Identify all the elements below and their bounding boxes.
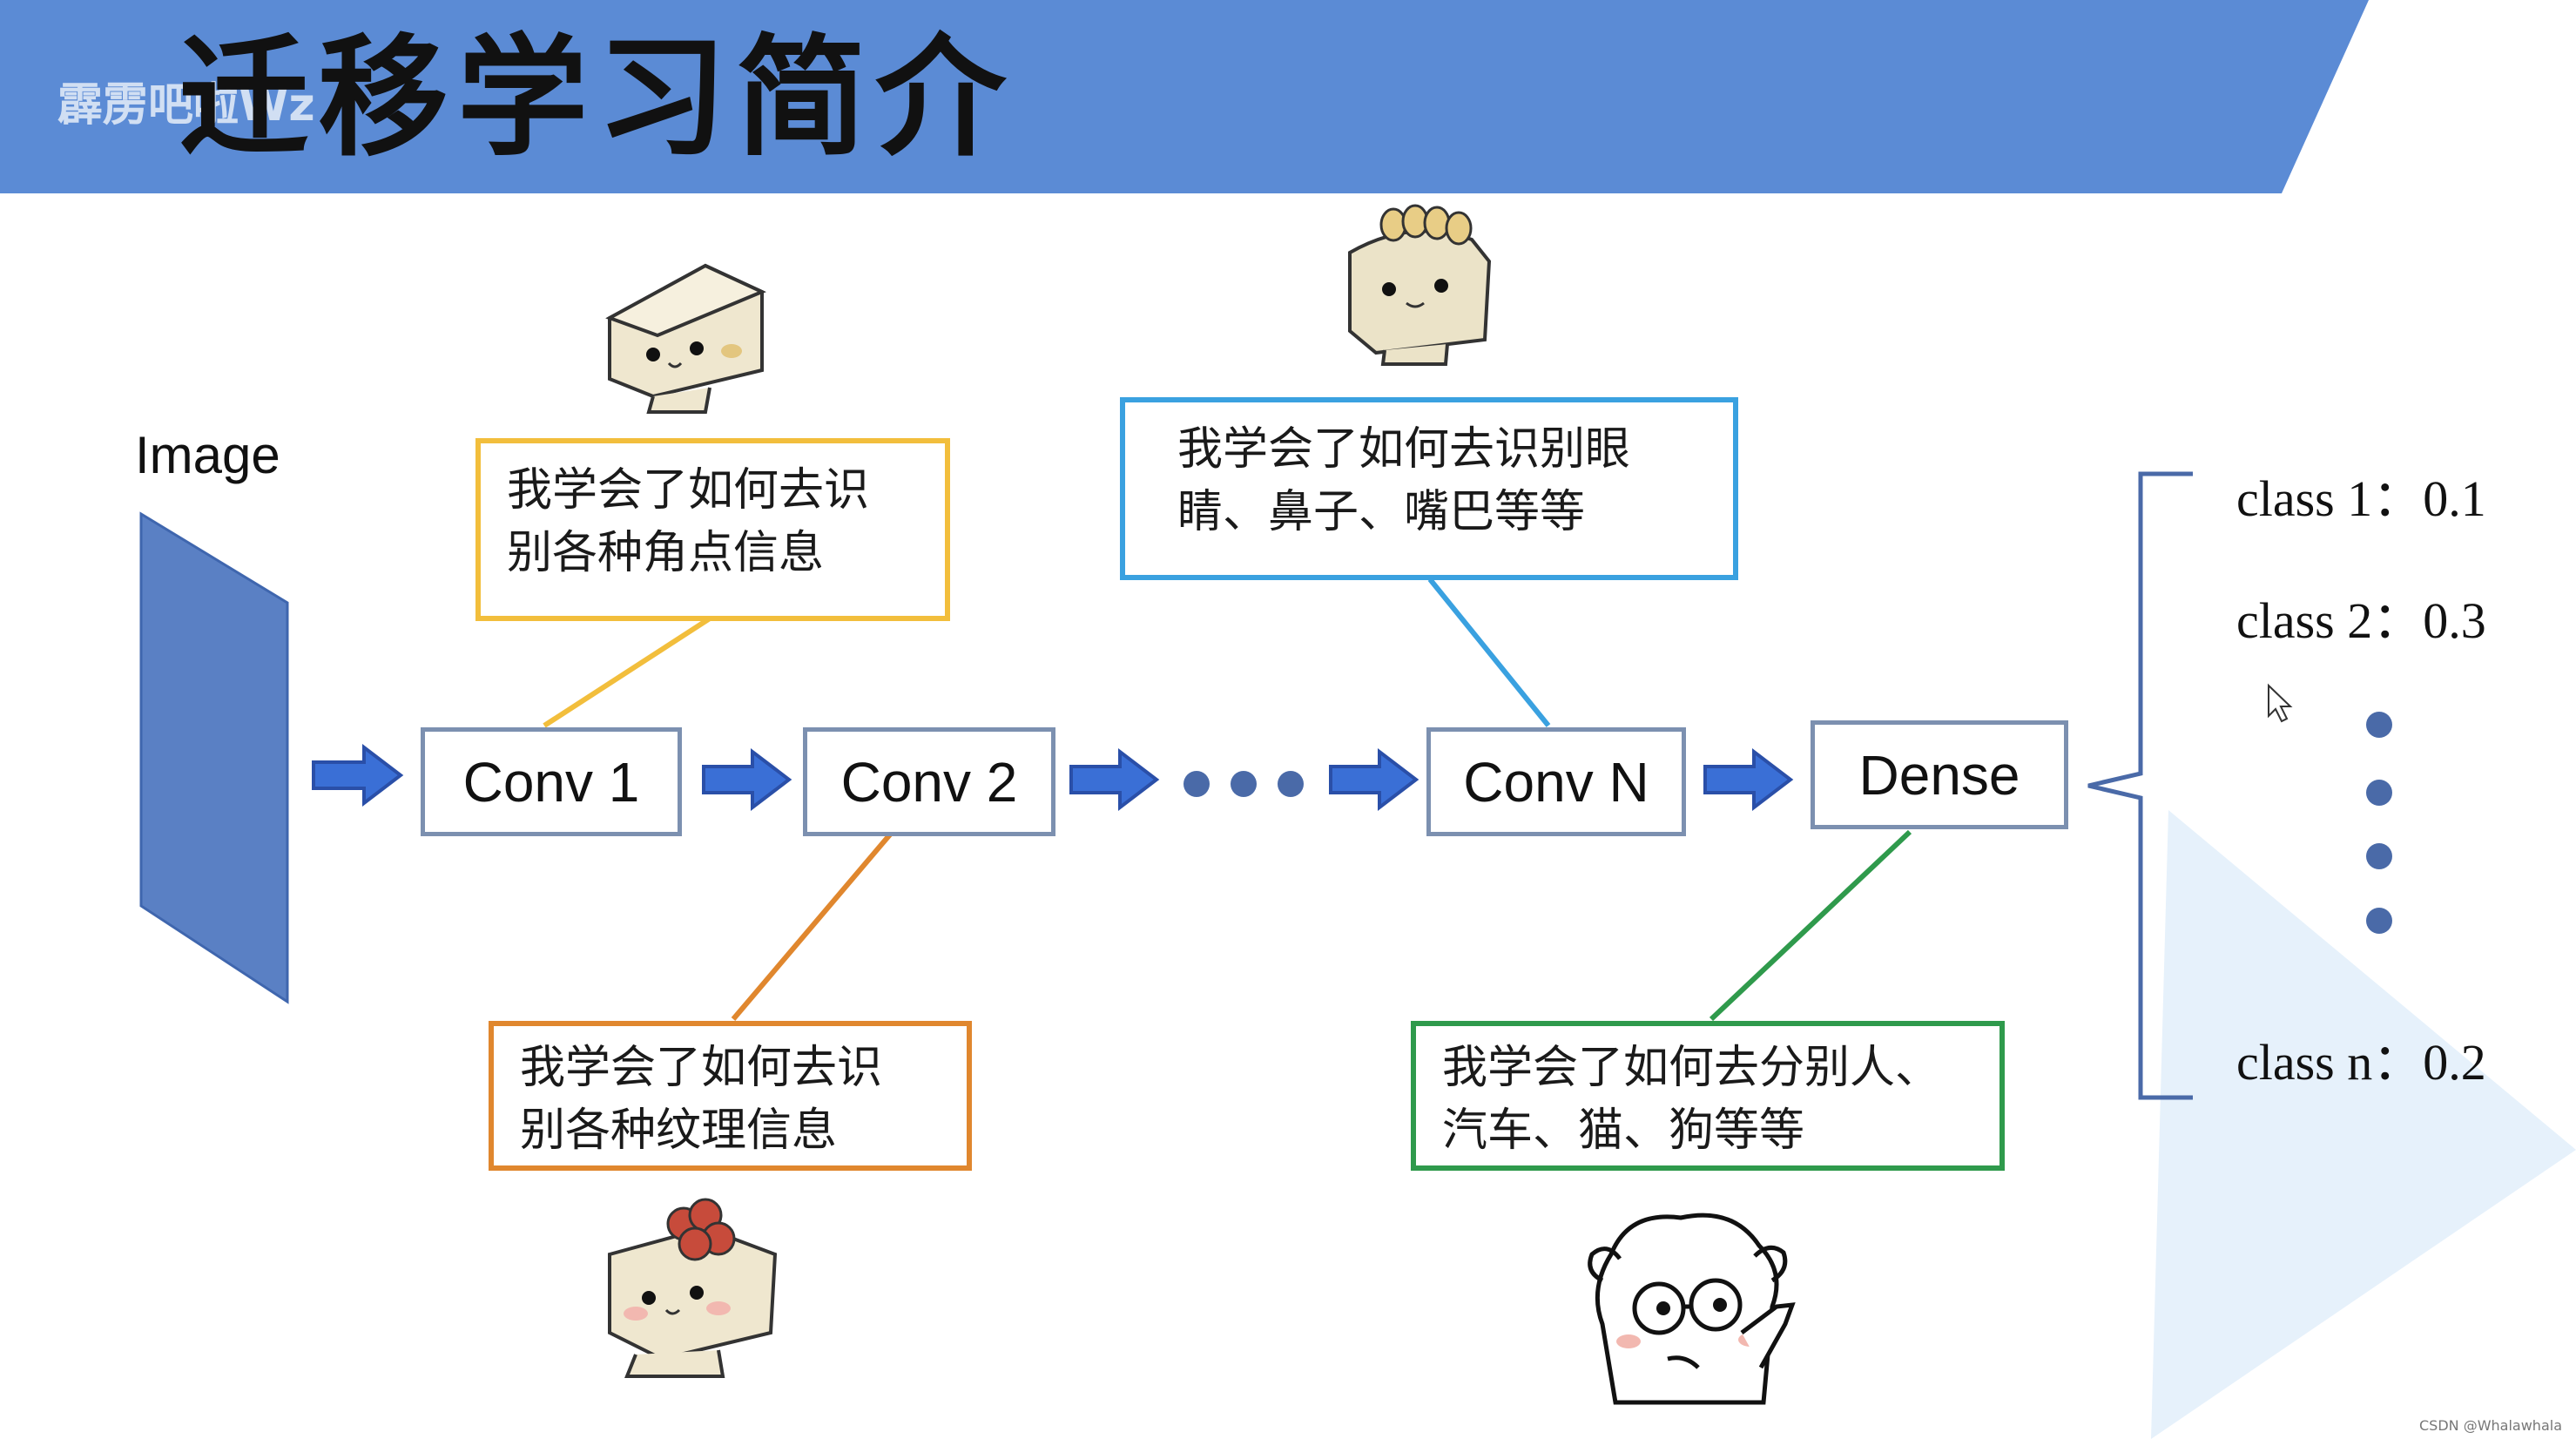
connector-convN-note bbox=[1427, 578, 1551, 727]
note-conv1: 我学会了如何去识 别各种角点信息 bbox=[475, 438, 950, 621]
node-convN: Conv N bbox=[1426, 727, 1686, 836]
note-convN: 我学会了如何去识别眼 睛、鼻子、嘴巴等等 bbox=[1120, 397, 1738, 580]
output-bracket bbox=[2087, 471, 2193, 1100]
sheep-mascot-icon bbox=[1588, 1213, 1796, 1405]
node-conv1: Conv 1 bbox=[421, 727, 682, 836]
cursor-icon bbox=[2268, 683, 2293, 723]
note-dense: 我学会了如何去分别人、 汽车、猫、狗等等 bbox=[1411, 1021, 2005, 1171]
tofu-mascot-icon bbox=[605, 263, 766, 414]
slide-title: 迁移学习简介 bbox=[179, 23, 1015, 174]
note-dense-line2: 汽车、猫、狗等等 bbox=[1442, 1105, 1805, 1157]
note-conv1-line1: 我学会了如何去识 bbox=[507, 464, 870, 517]
tofu-mascot-icon bbox=[1348, 204, 1492, 366]
connector-conv1-note bbox=[543, 616, 711, 728]
arrow-convN-to-dense bbox=[1703, 747, 1794, 812]
ellipsis-dot bbox=[1231, 771, 1257, 797]
node-conv2: Conv 2 bbox=[803, 727, 1055, 836]
class-output-1: class 1：0.1 bbox=[2236, 470, 2486, 527]
image-label: Image bbox=[135, 426, 280, 484]
arrow-dots-to-convN bbox=[1329, 747, 1419, 812]
watermark-text: 霹雳吧啦Wz bbox=[57, 79, 315, 132]
output-ellipsis-dot bbox=[2366, 780, 2392, 806]
credit-text: CSDN @Whalawhala bbox=[2419, 1417, 2562, 1434]
note-conv2-line1: 我学会了如何去识 bbox=[520, 1042, 883, 1094]
tofu-mascot-icon bbox=[608, 1198, 778, 1378]
note-convN-line2: 睛、鼻子、嘴巴等等 bbox=[1177, 486, 1586, 538]
ellipsis-dot bbox=[1183, 771, 1210, 797]
note-dense-line1: 我学会了如何去分别人、 bbox=[1442, 1042, 1941, 1094]
output-ellipsis-dot bbox=[2366, 843, 2392, 869]
connector-dense-note bbox=[1709, 829, 1912, 1022]
ellipsis-dot bbox=[1278, 771, 1304, 797]
note-conv2-line2: 别各种纹理信息 bbox=[520, 1105, 838, 1157]
image-plane bbox=[139, 511, 289, 1004]
arrow-conv1-to-conv2 bbox=[702, 747, 792, 812]
class-output-2: class 2：0.3 bbox=[2236, 592, 2486, 649]
note-conv1-line2: 别各种角点信息 bbox=[507, 527, 825, 579]
node-dense: Dense bbox=[1811, 720, 2068, 829]
note-conv2: 我学会了如何去识 别各种纹理信息 bbox=[489, 1021, 972, 1171]
class-output-n: class n：0.2 bbox=[2236, 1034, 2486, 1091]
header-band bbox=[0, 0, 2369, 193]
arrow-image-to-conv1 bbox=[312, 743, 404, 807]
connector-conv2-note bbox=[731, 833, 893, 1021]
light-triangle-decoration bbox=[2151, 810, 2576, 1439]
note-convN-line1: 我学会了如何去识别眼 bbox=[1177, 423, 1631, 476]
output-ellipsis-dot bbox=[2366, 712, 2392, 738]
output-ellipsis-dot bbox=[2366, 908, 2392, 934]
arrow-conv2-to-dots bbox=[1069, 747, 1160, 812]
